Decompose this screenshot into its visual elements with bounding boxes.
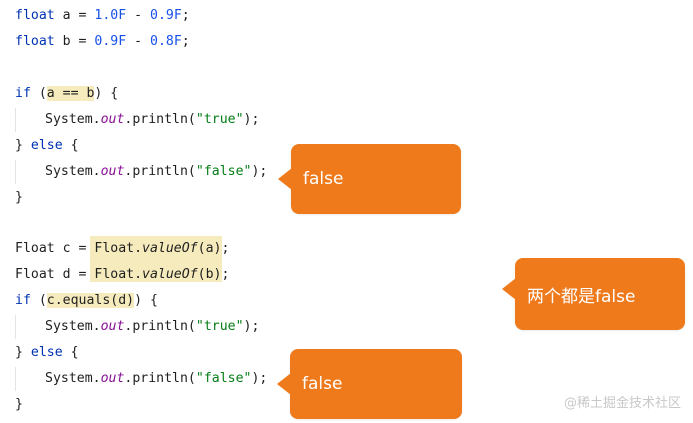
class-name: System. bbox=[45, 112, 101, 127]
indent-guide bbox=[15, 108, 16, 132]
keyword: else bbox=[30, 138, 63, 153]
indent-guide bbox=[15, 160, 16, 184]
code-text: ); bbox=[243, 112, 260, 127]
code-text: (a); bbox=[197, 241, 230, 256]
highlighted-condition: a == b bbox=[46, 86, 95, 101]
code-text: b = bbox=[54, 34, 95, 49]
code-text: a = bbox=[54, 8, 95, 23]
keyword: if bbox=[15, 293, 31, 308]
class-name: System. bbox=[45, 371, 101, 386]
code-text: { bbox=[62, 345, 79, 360]
usage-highlight bbox=[90, 236, 222, 282]
code-text: (b); bbox=[197, 267, 230, 282]
code-line-14: } else { bbox=[15, 342, 79, 364]
static-field: out bbox=[100, 319, 125, 334]
code-line-11: Float d = Float.valueOf(b); bbox=[15, 264, 229, 286]
code-line-4: if (a == b) { bbox=[15, 83, 118, 105]
static-field: out bbox=[100, 164, 125, 179]
code-text: Float c = bbox=[15, 241, 95, 256]
code-line-12: if (c.equals(d)) { bbox=[15, 290, 158, 312]
string-literal: "true" bbox=[195, 112, 244, 127]
code-text: ); bbox=[251, 371, 268, 386]
code-text: } bbox=[15, 138, 31, 153]
class-name: System. bbox=[45, 319, 101, 334]
code-line-2: float b = 0.9F - 0.8F; bbox=[15, 31, 190, 53]
code-line-7: System.out.println("false"); bbox=[15, 161, 267, 183]
code-line-16: } bbox=[15, 397, 23, 412]
code-line-8: } bbox=[15, 190, 23, 205]
result-callout-second: false bbox=[277, 349, 462, 419]
code-text: Float d = bbox=[15, 267, 95, 282]
code-line-5: System.out.println("true"); bbox=[15, 109, 259, 131]
code-text: { bbox=[62, 138, 79, 153]
code-text: ) { bbox=[134, 293, 158, 308]
code-line-13: System.out.println("true"); bbox=[15, 316, 259, 338]
operator: - bbox=[126, 8, 150, 23]
code-line-6: } else { bbox=[15, 135, 79, 157]
number-literal: 1.0F bbox=[94, 8, 127, 23]
class-name: Float. bbox=[94, 241, 143, 256]
code-text: ( bbox=[30, 293, 47, 308]
string-literal: "false" bbox=[195, 371, 252, 386]
indent-guide bbox=[15, 315, 16, 339]
code-text: ( bbox=[30, 86, 47, 101]
static-field: out bbox=[100, 112, 125, 127]
code-text: .println( bbox=[124, 112, 196, 127]
keyword: if bbox=[15, 86, 31, 101]
watermark: @稀土掘金技术社区 bbox=[563, 396, 681, 411]
code-text: ); bbox=[251, 164, 268, 179]
code-line-10: Float c = Float.valueOf(a); bbox=[15, 238, 229, 260]
method-name: valueOf bbox=[142, 241, 198, 256]
code-line-1: float a = 1.0F - 0.9F; bbox=[15, 5, 190, 27]
keyword: else bbox=[30, 345, 63, 360]
class-name: Float. bbox=[94, 267, 143, 282]
class-name: System. bbox=[45, 164, 101, 179]
keyword: float bbox=[15, 8, 55, 23]
number-literal: 0.8F bbox=[150, 34, 182, 49]
code-text: ; bbox=[181, 34, 190, 49]
result-callout-first: false bbox=[278, 144, 461, 214]
operator: - bbox=[126, 34, 150, 49]
result-callout-both: 两个都是false bbox=[502, 258, 685, 330]
indent-guide bbox=[15, 367, 16, 391]
code-text: ); bbox=[243, 319, 260, 334]
static-field: out bbox=[100, 371, 125, 386]
code-text: .println( bbox=[124, 164, 196, 179]
code-text: .println( bbox=[124, 319, 196, 334]
method-name: valueOf bbox=[142, 267, 198, 282]
string-literal: "true" bbox=[195, 319, 244, 334]
code-text: ) { bbox=[94, 86, 119, 101]
code-text: } bbox=[15, 345, 31, 360]
highlighted-condition: c.equals(d) bbox=[46, 293, 135, 308]
code-text: .println( bbox=[124, 371, 196, 386]
code-text: ; bbox=[181, 8, 190, 23]
keyword: float bbox=[15, 34, 55, 49]
string-literal: "false" bbox=[195, 164, 252, 179]
number-literal: 0.9F bbox=[150, 8, 182, 23]
code-line-15: System.out.println("false"); bbox=[15, 368, 267, 390]
number-literal: 0.9F bbox=[94, 34, 127, 49]
